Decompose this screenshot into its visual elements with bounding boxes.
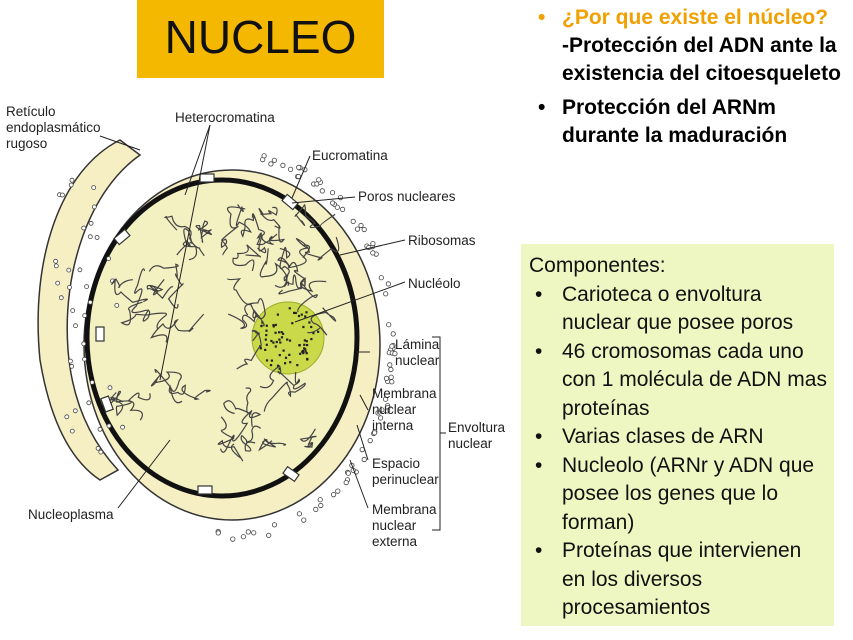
component-item: • 46 cromosomas cada uno con 1 molécula d… xyxy=(529,338,830,424)
bullet-icon: • xyxy=(538,96,546,119)
component-item: • Varias clases de ARN xyxy=(529,423,830,452)
nucleolus xyxy=(251,301,325,375)
title-box: NUCLEO xyxy=(137,0,384,78)
label-membrana-interna: Membrana nuclear interna xyxy=(372,386,437,433)
component-text: Varias clases de ARN xyxy=(562,425,764,448)
label-eucromatina: Eucromatina xyxy=(312,148,388,163)
label-ribosomas: Ribosomas xyxy=(408,233,476,248)
label-lamina: Lámina nuclear xyxy=(395,337,440,368)
answer-text: Protección del ARNm durante la maduració… xyxy=(562,96,788,147)
components-box: Componentes: • Carioteca o envoltura nucl… xyxy=(521,244,834,626)
bullet-icon: • xyxy=(535,539,543,562)
nuclear-pores xyxy=(95,173,300,495)
label-espacio: Espacio perinuclear xyxy=(372,456,439,487)
component-item: • Nucleolo (ARNr y ADN que posee los gene… xyxy=(529,452,830,538)
label-reticulo: Retículo endoplasmático rugoso xyxy=(6,104,101,151)
chromatin xyxy=(108,204,340,462)
answer-item: • Protección del ARNm durante la madurac… xyxy=(538,94,848,150)
label-envoltura: Envoltura nuclear xyxy=(448,420,506,451)
answer-item: -Protección del ADN ante la existencia d… xyxy=(538,32,848,88)
bullet-icon: • xyxy=(535,282,543,306)
label-nucleoplasma: Nucleoplasma xyxy=(28,507,114,522)
components-heading: Componentes: xyxy=(529,254,666,277)
nucleoplasm xyxy=(84,177,360,499)
label-poros: Poros nucleares xyxy=(358,189,456,204)
component-text: Proteínas que intervienen en los diverso… xyxy=(562,539,802,619)
bullet-icon: • xyxy=(535,453,543,477)
bullet-icon: • xyxy=(535,425,543,448)
rough-er xyxy=(37,139,142,481)
page-title: NUCLEO xyxy=(164,11,357,63)
ribosome-dots xyxy=(53,153,398,542)
component-text: Nucleolo (ARNr y ADN que posee los genes… xyxy=(562,453,815,534)
component-item: • Proteínas que intervienen en los divers… xyxy=(529,537,830,623)
question-list: • ¿Por que existe el núcleo? -Protección… xyxy=(538,4,848,150)
component-text: Carioteca o envoltura nuclear que posee … xyxy=(562,282,794,335)
label-heterocromatina: Heterocromatina xyxy=(175,110,275,125)
label-membrana-externa: Membrana nuclear externa xyxy=(372,502,437,549)
bullet-icon: • xyxy=(535,339,543,363)
bullet-icon: • xyxy=(538,6,546,29)
answer-text: -Protección del ADN ante la existencia d… xyxy=(562,34,841,85)
component-text: 46 cromosomas cada uno con 1 molécula de… xyxy=(562,339,827,420)
component-item: • Carioteca o envoltura nuclear que posee… xyxy=(529,281,830,338)
question-text: ¿Por que existe el núcleo? xyxy=(562,6,829,29)
label-nucleolo: Nucléolo xyxy=(408,276,461,291)
question-item: • ¿Por que existe el núcleo? xyxy=(538,4,848,32)
